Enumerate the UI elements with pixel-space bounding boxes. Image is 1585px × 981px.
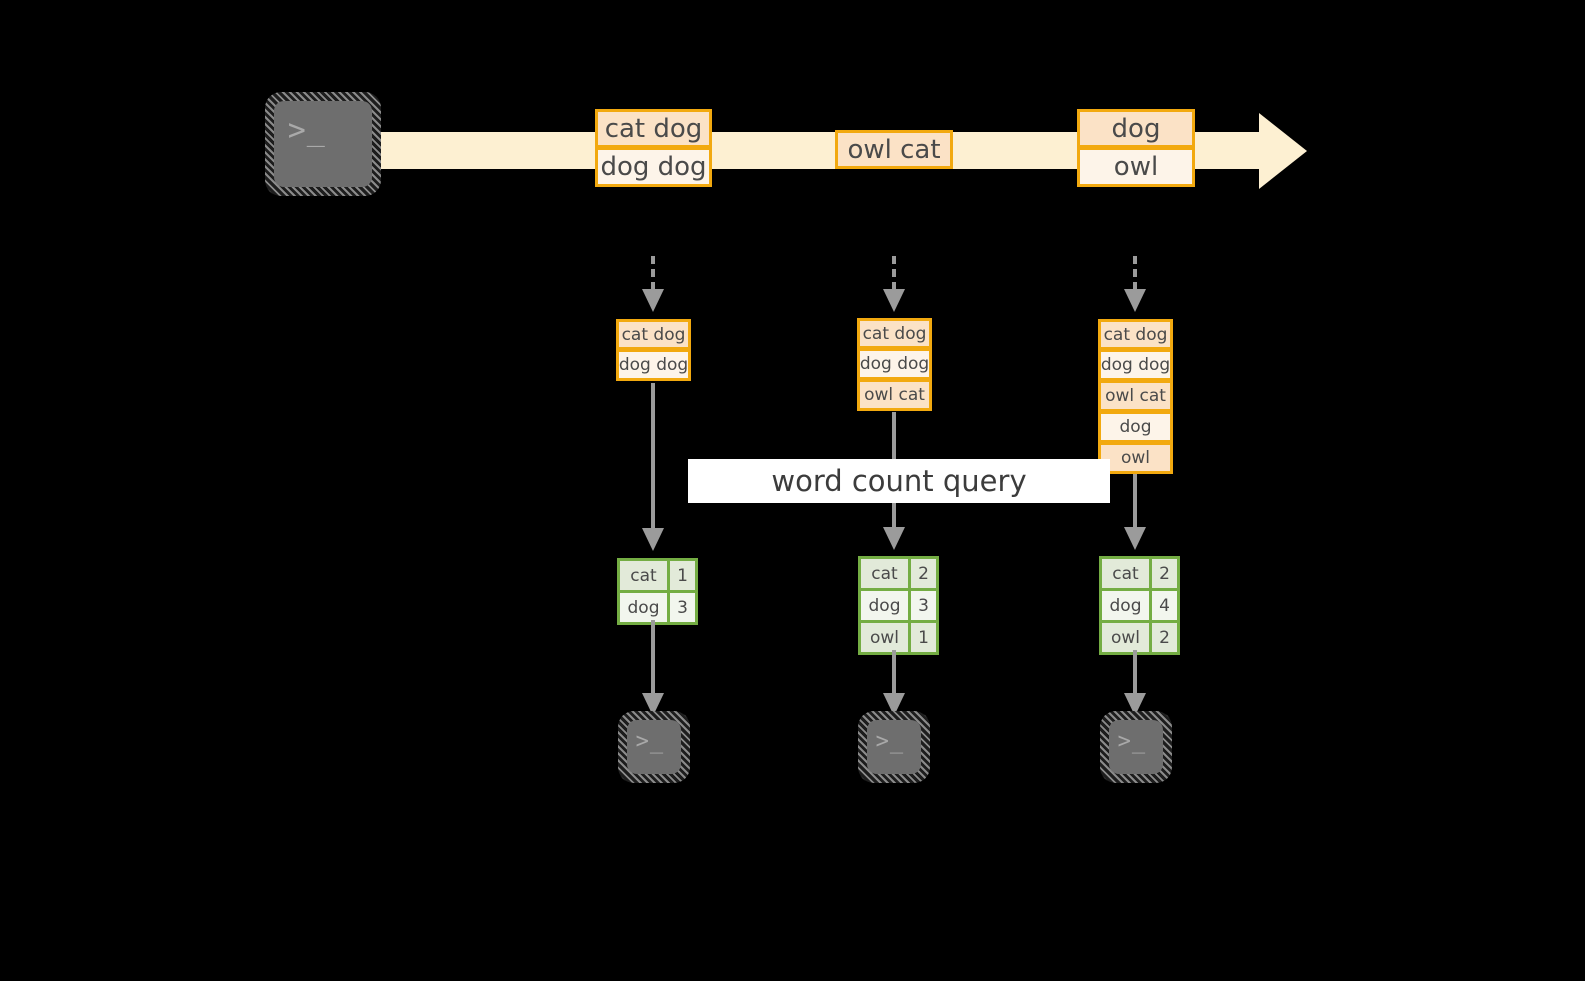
table-row: cat 1 — [620, 561, 695, 590]
result-t1[interactable]: cat 1 dog 3 — [617, 558, 698, 625]
snapshot-line: owl — [1098, 443, 1173, 474]
terminal-prompt-icon: >_ — [1117, 728, 1147, 754]
stream-to-snapshot-connector-3 — [1133, 256, 1137, 290]
sink-terminal-t1[interactable]: >_ — [618, 711, 690, 783]
snapshot-line: dog — [1098, 412, 1173, 443]
terminal-prompt-icon: >_ — [875, 728, 905, 754]
query-label-text: word count query — [771, 464, 1027, 498]
stream-to-snapshot-arrowhead-1 — [642, 289, 664, 312]
stream-to-snapshot-connector-2 — [892, 256, 896, 290]
result-count: 3 — [667, 593, 695, 622]
terminal-screen: >_ — [627, 720, 681, 774]
result-word: dog — [1102, 591, 1149, 620]
snapshot-line: owl cat — [1098, 381, 1173, 412]
result-count: 4 — [1149, 591, 1177, 620]
stream-record-line: owl cat — [835, 130, 953, 169]
result-word: cat — [620, 561, 667, 590]
result-word: cat — [1102, 559, 1149, 588]
result-word: owl — [1102, 623, 1149, 652]
result-to-sink-connector-3 — [1133, 650, 1137, 696]
table-row: cat 2 — [861, 559, 936, 588]
stream-record-line: dog — [1077, 109, 1195, 148]
result-word: dog — [620, 593, 667, 622]
snapshot-t3[interactable]: cat dog dog dog owl cat dog owl — [1098, 319, 1173, 474]
snapshot-line: dog dog — [1098, 350, 1173, 381]
snapshot-t2[interactable]: cat dog dog dog owl cat — [857, 318, 932, 411]
stream-record-batch-3[interactable]: dog owl — [1077, 109, 1195, 187]
result-to-sink-arrowhead-2 — [883, 693, 905, 716]
query-label: word count query — [688, 459, 1110, 503]
table-row: owl 2 — [1102, 620, 1177, 652]
snapshot-to-result-connector-3 — [1133, 474, 1137, 530]
snapshot-line: dog dog — [616, 350, 691, 381]
result-to-sink-connector-1 — [651, 620, 655, 696]
snapshot-line: cat dog — [857, 318, 932, 349]
result-count: 2 — [1149, 559, 1177, 588]
terminal-prompt-icon: >_ — [635, 728, 665, 754]
snapshot-line: dog dog — [857, 349, 932, 380]
snapshot-t1[interactable]: cat dog dog dog — [616, 319, 691, 381]
stream-to-snapshot-connector-1 — [651, 256, 655, 290]
table-row: dog 4 — [1102, 588, 1177, 620]
stream-record-line: cat dog — [595, 109, 712, 148]
terminal-prompt-icon: >_ — [287, 113, 326, 149]
result-count: 2 — [1149, 623, 1177, 652]
table-row: cat 2 — [1102, 559, 1177, 588]
terminal-screen: >_ — [274, 101, 372, 187]
table-row: dog 3 — [620, 590, 695, 622]
result-to-sink-connector-2 — [892, 650, 896, 696]
table-row: dog 3 — [861, 588, 936, 620]
snapshot-to-result-arrowhead-3 — [1124, 527, 1146, 550]
result-t2[interactable]: cat 2 dog 3 owl 1 — [858, 556, 939, 655]
table-row: owl 1 — [861, 620, 936, 652]
result-word: dog — [861, 591, 908, 620]
result-count: 1 — [667, 561, 695, 590]
sink-terminal-t3[interactable]: >_ — [1100, 711, 1172, 783]
result-word: owl — [861, 623, 908, 652]
result-count: 2 — [908, 559, 936, 588]
source-terminal[interactable]: >_ — [265, 92, 381, 196]
stream-record-batch-2[interactable]: owl cat — [835, 130, 953, 169]
stream-record-line: owl — [1077, 148, 1195, 187]
stream-arrow-head — [1259, 113, 1307, 189]
stream-to-snapshot-arrowhead-3 — [1124, 289, 1146, 312]
result-to-sink-arrowhead-3 — [1124, 693, 1146, 716]
result-t3[interactable]: cat 2 dog 4 owl 2 — [1099, 556, 1180, 655]
stream-to-snapshot-arrowhead-2 — [883, 289, 905, 312]
snapshot-to-result-arrowhead-1 — [642, 528, 664, 551]
snapshot-line: cat dog — [616, 319, 691, 350]
snapshot-to-result-arrowhead-2 — [883, 527, 905, 550]
stream-record-batch-1[interactable]: cat dog dog dog — [595, 109, 712, 187]
terminal-screen: >_ — [867, 720, 921, 774]
snapshot-line: owl cat — [857, 380, 932, 411]
result-count: 1 — [908, 623, 936, 652]
snapshot-to-result-connector-1 — [651, 383, 655, 531]
stream-record-line: dog dog — [595, 148, 712, 187]
result-count: 3 — [908, 591, 936, 620]
sink-terminal-t2[interactable]: >_ — [858, 711, 930, 783]
terminal-screen: >_ — [1109, 720, 1163, 774]
snapshot-line: cat dog — [1098, 319, 1173, 350]
result-to-sink-arrowhead-1 — [642, 693, 664, 716]
result-word: cat — [861, 559, 908, 588]
